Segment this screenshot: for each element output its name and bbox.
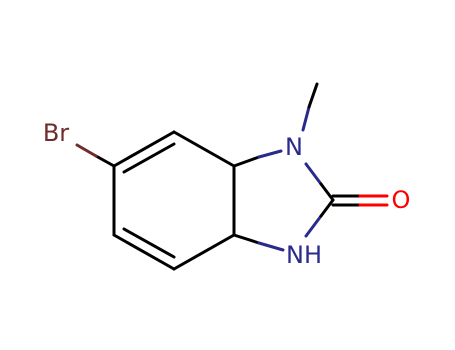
- bond-n1-methyl-black: [307, 82, 319, 109]
- bromine-label: Br: [43, 119, 69, 147]
- inner-bond-2: [122, 227, 176, 259]
- bond-c3-nh-black: [232, 233, 261, 245]
- nitrogen-label: N: [285, 133, 303, 161]
- bond-c2-n1-colored: [257, 149, 283, 159]
- bond-n1-c7-black: [319, 182, 335, 202]
- bond-c6-c1: [112, 130, 176, 168]
- bond-nh-c7-black: [319, 198, 335, 218]
- bond-c6-br-colored: [75, 143, 98, 158]
- bond-n1-c7-colored: [304, 162, 323, 186]
- bond-c3-nh-colored: [257, 241, 285, 252]
- bond-n1-methyl-colored: [301, 105, 311, 132]
- bond-c6-br-black: [94, 154, 116, 168]
- bond-c2-n1-black: [232, 155, 261, 168]
- bond-c4-c5: [112, 233, 176, 271]
- inner-bond-1: [122, 142, 176, 174]
- bond-nh-c7-colored: [304, 214, 323, 238]
- bond-c3-c4: [172, 233, 236, 271]
- oxygen-label: O: [392, 186, 411, 214]
- bond-c1-c2: [172, 130, 236, 168]
- nh-label: NH: [286, 241, 322, 269]
